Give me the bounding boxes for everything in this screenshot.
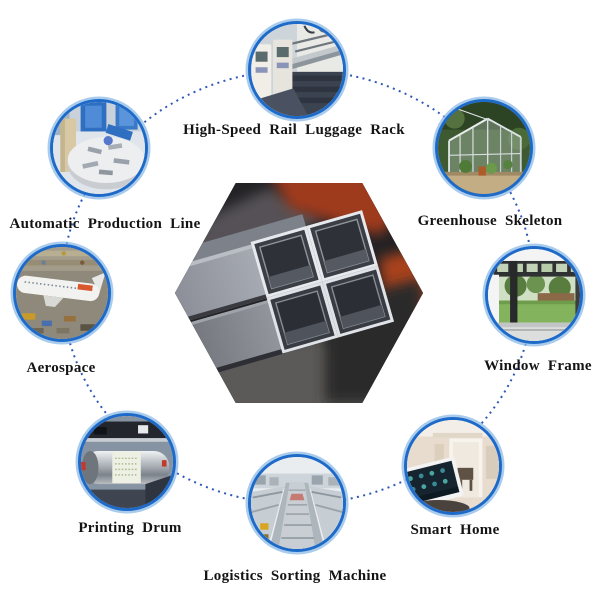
label-aerospace: Aerospace [26, 360, 96, 376]
node-circle-rail [248, 21, 346, 119]
node-circle-smarthome [404, 417, 502, 515]
label-smarthome: Smart Home [410, 522, 500, 538]
aircraft-assembly-photo [16, 247, 108, 339]
label-printing: Printing Drum [78, 520, 182, 536]
label-greenhouse: Greenhouse Skeleton [417, 213, 563, 229]
node-circle-window [485, 246, 583, 344]
node-circle-aerospace [13, 244, 111, 342]
printing-drum-photo [81, 416, 173, 508]
window-garden-photo [488, 249, 580, 341]
node-circle-production [50, 99, 148, 197]
label-window: Window Frame [484, 358, 592, 374]
factory-machine-photo [53, 102, 145, 194]
node-circle-logistics [248, 454, 346, 552]
label-logistics: Logistics Sorting Machine [203, 568, 387, 584]
smart-home-panel-photo [407, 420, 499, 512]
node-circle-printing [78, 413, 176, 511]
node-circle-greenhouse [435, 99, 533, 197]
label-production: Automatic Production Line [9, 216, 201, 232]
greenhouse-frame-photo [438, 102, 530, 194]
conveyor-sorting-photo [251, 457, 343, 549]
label-rail: High-Speed Rail Luggage Rack [183, 122, 405, 138]
train-luggage-rack-photo [251, 24, 343, 116]
